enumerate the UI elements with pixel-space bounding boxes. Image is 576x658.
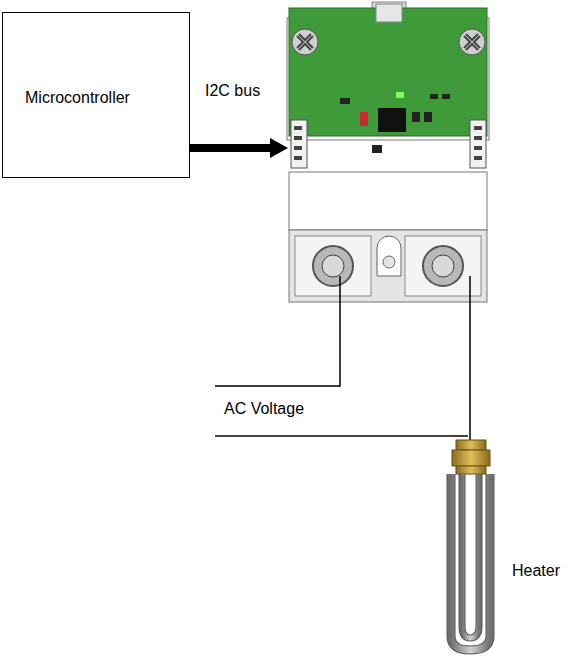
box-text: Microcontroller: [25, 89, 130, 107]
part-name: Heater: [510, 562, 562, 580]
process-box: Microcontroller: [2, 12, 190, 178]
bus-label: I2C bus: [203, 82, 262, 100]
i2c-arrow: [190, 138, 288, 158]
heater-element: [451, 440, 490, 650]
relay-module: [287, 2, 489, 302]
ac-wires: [215, 276, 470, 440]
signal-label: AC Voltage: [222, 400, 306, 418]
